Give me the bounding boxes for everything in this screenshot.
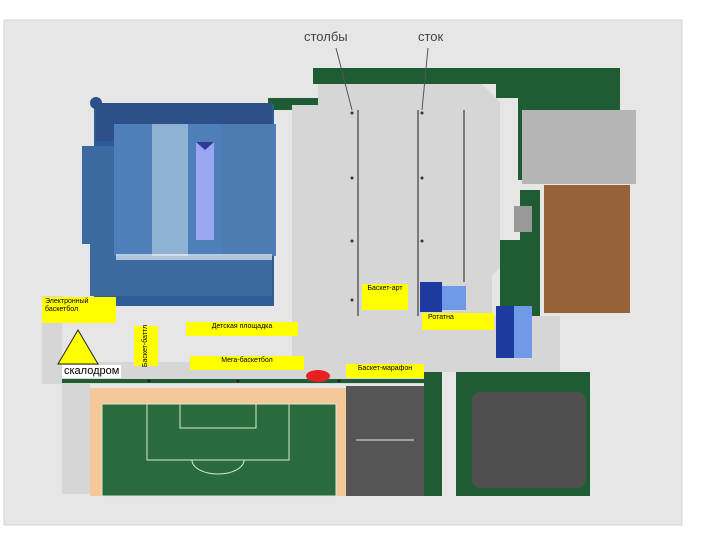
building-ledge	[116, 254, 272, 260]
grey-building-right	[522, 110, 636, 184]
building-roof-dark	[222, 124, 274, 256]
zone-basket-marathon: Баскет-марафон	[346, 364, 424, 378]
zone-mega-basketball: Мега-баскетбол	[190, 356, 304, 370]
pole	[420, 176, 424, 180]
building-roof-light	[152, 124, 188, 256]
left-walkway	[62, 384, 90, 494]
annotation-line-drain	[421, 47, 429, 111]
kiosk-dark-1	[420, 282, 442, 312]
dark-building-bottom-right	[472, 392, 586, 488]
small-shed	[514, 206, 532, 232]
parking-edge	[424, 372, 442, 496]
building-atrium	[196, 142, 214, 240]
building-tower	[90, 97, 102, 109]
pole	[350, 239, 354, 243]
building-left-wing	[82, 146, 116, 244]
zone-gates: Ротатна	[422, 313, 494, 330]
pole	[420, 239, 424, 243]
green-area-left-top	[268, 68, 318, 110]
pole	[350, 176, 354, 180]
building-atrium-arrow	[196, 142, 214, 150]
zone-basket-battle: Баскет-баттл	[134, 324, 158, 368]
pole	[420, 111, 424, 115]
zone-basket-art: Баскет-арт	[362, 284, 408, 310]
kiosk-light-2	[514, 306, 532, 358]
field-goal-box	[179, 403, 257, 429]
pole	[350, 111, 354, 115]
zone-climbing-wall: скалодром	[62, 365, 122, 378]
boundary-posts	[147, 379, 341, 383]
pole	[350, 298, 354, 302]
climbing-wall-icon	[57, 329, 99, 365]
red-marker	[306, 370, 330, 382]
poles-annotation: столбы	[304, 29, 348, 44]
annotation-line-poles	[335, 47, 353, 111]
parking-lot	[346, 386, 424, 496]
white-margin	[3, 19, 683, 526]
field-center-arc	[191, 459, 245, 475]
football-field	[102, 404, 336, 496]
brown-building	[544, 185, 630, 313]
kiosk-dark-2	[496, 306, 516, 358]
zone-kids-area: Детская площадка	[186, 322, 298, 336]
kiosk-light-1	[442, 286, 466, 310]
zone-electronic-basketball: Электронный баскетбол	[42, 297, 116, 323]
zone-basket-battle-text: Баскет-баттл	[141, 324, 149, 368]
drain-annotation: сток	[418, 29, 444, 44]
